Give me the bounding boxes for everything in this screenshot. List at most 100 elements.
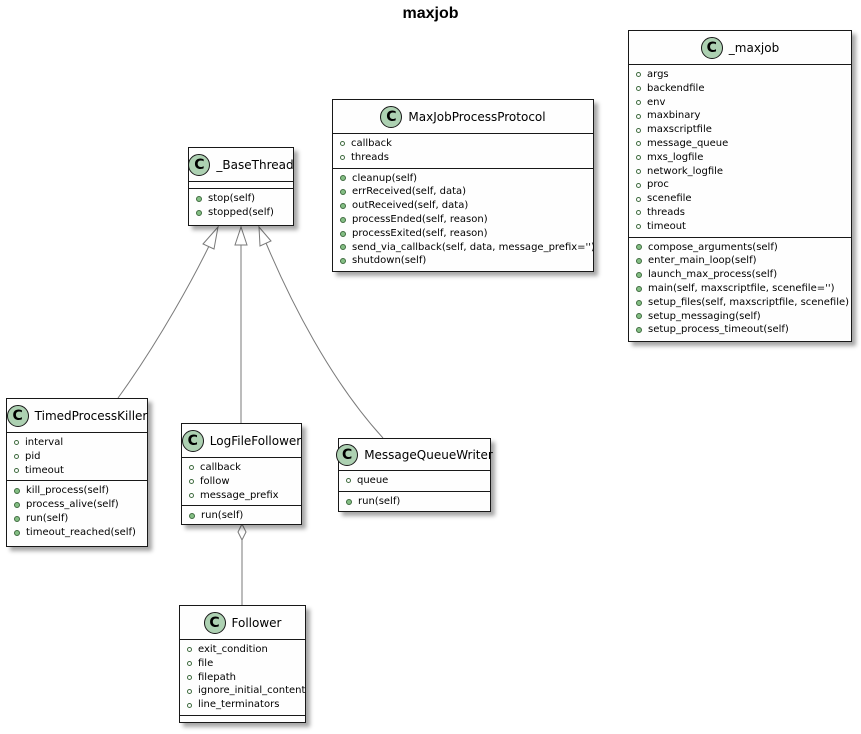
inheritance-arrowhead-logfollower: [234, 225, 248, 246]
method-row: process_alive(self): [14, 498, 147, 512]
public-method-icon: [636, 285, 642, 292]
methods-section: stop(self) stopped(self): [189, 189, 293, 223]
class-messagequeuewriter: C MessageQueueWriter queue run(self): [336, 438, 493, 512]
class-name: _maxjob: [728, 40, 780, 55]
public-method-icon: [189, 513, 195, 520]
public-field-icon: [636, 127, 641, 133]
public-field-icon: [14, 440, 19, 446]
class-header: C _BaseThread: [188, 148, 294, 182]
field-row: backendfile: [636, 82, 851, 96]
public-field-icon: [636, 72, 641, 78]
public-method-icon: [636, 258, 642, 265]
edge-timedprocesskiller-basethread: [117, 243, 211, 399]
public-field-icon: [14, 454, 19, 460]
field-row: queue: [346, 474, 490, 488]
field-row: scenefile: [636, 192, 851, 206]
class-name: TimedProcessKiller: [34, 408, 148, 423]
class-header: C _maxjob: [629, 31, 851, 65]
fields-section: interval pid timeout: [7, 433, 147, 482]
class-logfilefollower: C LogFileFollower callback follow messag…: [181, 423, 302, 525]
aggregation-diamond: [237, 522, 247, 542]
class-header: C TimedProcessKiller: [6, 399, 148, 433]
public-method-icon: [14, 502, 20, 509]
method-row: cleanup(self): [340, 172, 593, 186]
field-row: mxs_logfile: [636, 151, 851, 165]
methods-section: run(self): [339, 492, 490, 512]
class-header: C MessageQueueWriter: [336, 439, 493, 471]
field-row: threads: [636, 206, 851, 220]
method-row: send_via_callback(self, data, message_pr…: [340, 241, 595, 255]
public-method-icon: [340, 175, 346, 182]
public-field-icon: [189, 465, 194, 471]
class-maxjob: C _maxjob args backendfile env maxbinary…: [628, 30, 852, 342]
public-method-icon: [636, 244, 642, 251]
public-field-icon: [636, 196, 641, 202]
public-field-icon: [340, 155, 345, 161]
public-method-icon: [636, 327, 642, 334]
public-field-icon: [636, 155, 641, 161]
field-row: line_terminators: [187, 698, 305, 712]
public-field-icon: [187, 661, 192, 667]
field-row: message_queue: [636, 137, 851, 151]
public-method-icon: [14, 515, 20, 522]
class-icon: C: [380, 105, 403, 128]
inheritance-arrowhead-killer: [202, 225, 219, 250]
field-row: pid: [14, 450, 147, 464]
method-row: processEnded(self, reason): [340, 213, 593, 227]
field-row: file: [187, 657, 305, 671]
method-row: outReceived(self, data): [340, 199, 593, 213]
method-row: compose_arguments(self): [636, 241, 851, 255]
method-row: timeout_reached(self): [14, 526, 147, 540]
methods-section: [180, 716, 305, 722]
field-row: filepath: [187, 671, 305, 685]
public-method-icon: [196, 195, 202, 202]
public-field-icon: [636, 168, 641, 174]
class-timedprocesskiller: C TimedProcessKiller interval pid timeou…: [6, 398, 148, 547]
class-header: C MaxJobProcessProtocol: [333, 100, 593, 134]
fields-section: callback follow message_prefix: [182, 458, 301, 507]
public-field-icon: [636, 141, 641, 147]
class-header: C Follower: [180, 606, 305, 640]
public-method-icon: [14, 529, 20, 536]
field-row: maxscriptfile: [636, 123, 851, 137]
class-icon: C: [203, 611, 226, 634]
public-field-icon: [187, 674, 192, 680]
method-row: run(self): [189, 509, 301, 523]
public-method-icon: [636, 299, 642, 306]
field-row: callback: [189, 461, 301, 475]
public-method-icon: [340, 203, 346, 210]
class-basethread: C _BaseThread stop(self) stopped(self): [188, 147, 294, 226]
method-row: errReceived(self, data): [340, 185, 593, 199]
fields-section: args backendfile env maxbinary maxscript…: [629, 65, 851, 238]
public-method-icon: [340, 216, 346, 223]
field-row: env: [636, 96, 851, 110]
public-method-icon: [340, 258, 346, 265]
public-field-icon: [187, 688, 192, 694]
method-row: setup_process_timeout(self): [636, 323, 851, 337]
public-field-icon: [346, 478, 351, 484]
methods-section: run(self): [182, 506, 301, 526]
field-row: message_prefix: [189, 489, 301, 503]
class-name: MaxJobProcessProtocol: [408, 109, 546, 124]
method-row: processExited(self, reason): [340, 227, 593, 241]
public-field-icon: [189, 479, 194, 485]
edge-messagequeuewriter-basethread: [265, 242, 384, 439]
public-field-icon: [187, 702, 192, 708]
method-row: launch_max_process(self): [636, 268, 851, 282]
public-field-icon: [636, 99, 641, 105]
methods-section: cleanup(self) errReceived(self, data) ou…: [333, 169, 595, 272]
public-field-icon: [189, 492, 194, 498]
class-icon: C: [188, 153, 211, 176]
method-row: stop(self): [196, 192, 293, 206]
public-method-icon: [196, 209, 202, 216]
public-method-icon: [340, 189, 346, 196]
fields-section: [189, 182, 293, 189]
class-name: MessageQueueWriter: [364, 447, 493, 462]
public-method-icon: [636, 272, 642, 279]
field-row: threads: [340, 151, 593, 165]
public-method-icon: [636, 313, 642, 320]
class-icon: C: [6, 404, 29, 427]
fields-section: queue: [339, 471, 490, 492]
class-header: C LogFileFollower: [181, 424, 301, 458]
fields-section: exit_condition file filepath ignore_init…: [180, 640, 305, 716]
